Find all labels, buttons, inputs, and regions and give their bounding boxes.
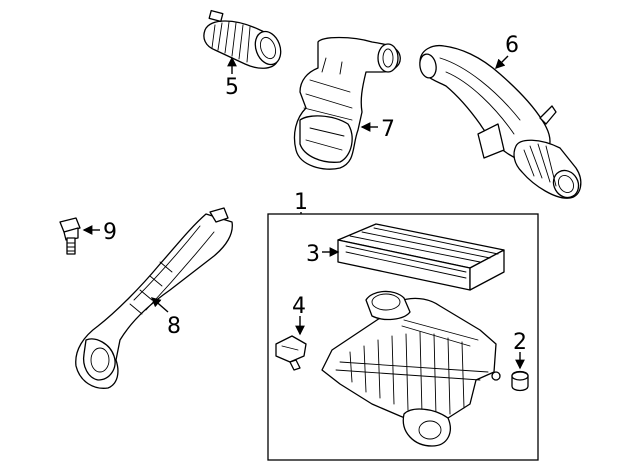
leader-6	[495, 55, 509, 69]
part-4-sensor	[275, 335, 307, 371]
part-3-air-filter	[337, 223, 505, 291]
callout-8: 8	[167, 314, 181, 339]
part-9-bolt	[59, 217, 81, 255]
callout-1: 1	[294, 190, 308, 215]
part-8-inlet-duct	[75, 207, 233, 389]
part-2-grommet	[511, 370, 529, 392]
callout-5: 5	[225, 75, 239, 100]
leader-8	[150, 297, 169, 313]
part-1-air-cleaner-housing	[321, 290, 501, 447]
callout-6: 6	[505, 33, 519, 58]
callout-7: 7	[381, 117, 395, 142]
callout-4: 4	[292, 294, 306, 319]
callout-9: 9	[103, 220, 117, 245]
assembly-frame	[267, 213, 539, 461]
callout-3: 3	[306, 242, 320, 267]
part-6-outlet-duct	[419, 44, 582, 199]
part-7-air-duct	[293, 36, 401, 170]
callout-2: 2	[513, 330, 527, 355]
part-5-hose-coupling	[203, 9, 282, 69]
